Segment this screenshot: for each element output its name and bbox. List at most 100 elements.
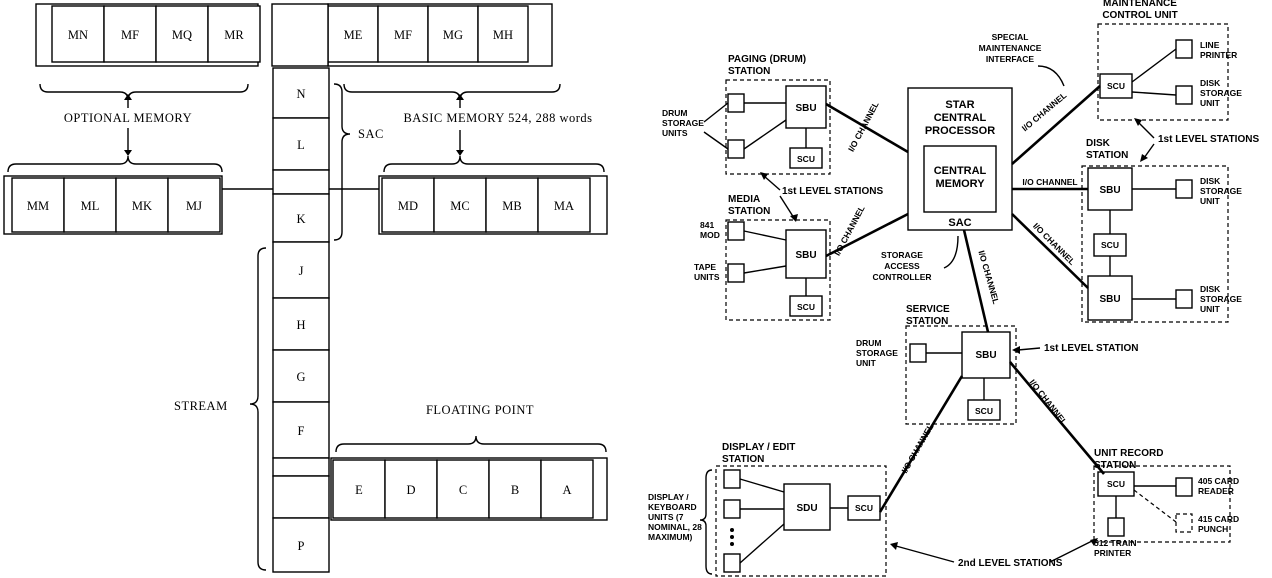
basic-memory-top-arrow <box>456 94 464 100</box>
fp-unit-b-box <box>488 459 542 519</box>
fp-unit-c-box <box>436 459 490 519</box>
module-mg-label: MG <box>443 28 463 42</box>
column-top-blank <box>271 3 329 67</box>
column-spacer-2 <box>272 457 330 477</box>
media-841-mod <box>727 221 745 241</box>
module-mj: MJ <box>167 177 221 233</box>
media-station-frame <box>725 219 831 321</box>
fp-unit-c-label: C <box>459 483 467 497</box>
unit-record-scu <box>1097 471 1135 497</box>
maintenance-link-2 <box>1131 91 1177 96</box>
cpu-line-1: STAR <box>945 99 974 111</box>
stream-unit-j-label: J <box>299 264 304 278</box>
module-ml: ML <box>63 177 117 233</box>
optional-memory-bottom-arrow <box>124 150 132 156</box>
module-mj-box <box>167 177 221 233</box>
first-level-right-pointer-1 <box>1137 121 1155 139</box>
stream-unit-g-label: G <box>296 370 305 384</box>
disk1-line-1: DISK <box>1200 176 1221 186</box>
module-mc-label: MC <box>450 199 469 213</box>
stream-unit-g-box <box>272 349 330 403</box>
module-mh-box <box>477 5 529 63</box>
first-level-left-arrow-2 <box>790 214 798 222</box>
io-label-media: I/O CHANNEL <box>832 204 867 257</box>
storage-access-line-3: CONTROLLER <box>872 272 931 282</box>
first-level-stations-left: 1st LEVEL STATIONS <box>782 186 883 197</box>
media-mod-line-2: MOD <box>700 230 720 240</box>
basic-memory-top-brace <box>343 83 561 101</box>
io-label-disk: I/O CHANNEL <box>1022 177 1077 187</box>
module-mf-box <box>103 5 157 63</box>
disk-scu-label: SCU <box>1101 240 1119 250</box>
disk-sbu-top-label: SBU <box>1099 185 1120 196</box>
io-channel-paging <box>825 102 909 154</box>
maint-disk-1: DISK <box>1200 78 1221 88</box>
module-mh-label: MH <box>493 28 513 42</box>
disk1-line-2: STORAGE <box>1200 186 1242 196</box>
module-mk: MK <box>115 177 169 233</box>
line-printer-1: LINE <box>1200 40 1220 50</box>
module-mn-label: MN <box>68 28 88 42</box>
service-sbu-label: SBU <box>975 350 996 361</box>
unit-record-title-2: STATION <box>1094 460 1136 471</box>
module-me-label: ME <box>344 28 363 42</box>
line-printer <box>1175 39 1193 59</box>
module-mq: MQ <box>155 5 209 63</box>
module-mf-label: MF <box>121 28 139 42</box>
central-memory <box>923 145 997 213</box>
io-label-disk-bottom: I/O CHANNEL <box>1031 221 1077 267</box>
floating-point-brace <box>335 435 607 453</box>
maintenance-title-1: MAINTENANCE <box>1103 0 1177 9</box>
punch-line-1: 415 CARD <box>1198 514 1239 524</box>
paging-drum-line-1: DRUM <box>662 108 688 118</box>
first-level-stations-right: 1st LEVEL STATIONS <box>1158 134 1259 145</box>
display-title-1: DISPLAY / EDIT <box>722 442 795 453</box>
column-spacer <box>272 169 330 195</box>
second-level-stations: 2nd LEVEL STATIONS <box>958 558 1063 569</box>
display-units-3: UNITS (7 <box>648 512 684 522</box>
fp-unit-a: A <box>540 459 594 519</box>
fp-unit-b: B <box>488 459 542 519</box>
module-mq-label: MQ <box>172 28 192 42</box>
media-tape-line-2: UNITS <box>694 272 720 282</box>
io-label-maintenance: I/O CHANNEL <box>1020 90 1069 133</box>
io-channel-display <box>878 375 964 513</box>
sac-unit-n: N <box>272 67 330 119</box>
optional-memory-top-row: MN MF MQ MR <box>35 3 261 67</box>
special-maint-line-1: SPECIAL <box>992 32 1029 42</box>
unit-record-title-1: UNIT RECORD <box>1094 448 1163 459</box>
display-dot-3 <box>730 542 734 546</box>
display-frame <box>715 465 887 577</box>
column-spacer-3 <box>272 475 330 519</box>
stream-label: STREAM <box>174 399 228 413</box>
display-dot-2 <box>730 535 734 539</box>
io-channel-disk-bottom <box>1011 213 1089 289</box>
disk2-line-3: UNIT <box>1200 304 1221 314</box>
paging-title-2: STATION <box>728 66 770 77</box>
memory-line-2: MEMORY <box>935 178 985 190</box>
media-tape-line-1: TAPE <box>694 262 716 272</box>
cpu-line-2: CENTRAL <box>934 112 987 124</box>
fp-unit-d-label: D <box>406 483 415 497</box>
sac-unit-l-label: L <box>297 138 305 152</box>
disk-sbu-bottom-label: SBU <box>1099 294 1120 305</box>
display-units-4: NOMINAL, 28 <box>648 522 702 532</box>
punch-line-2: PUNCH <box>1198 524 1228 534</box>
disk-title-2: STATION <box>1086 150 1128 161</box>
media-title-2: STATION <box>728 206 770 217</box>
service-sbu <box>961 331 1011 379</box>
module-mn-box <box>51 5 105 63</box>
module-mn: MN <box>51 5 105 63</box>
io-channel-maintenance <box>1011 85 1101 165</box>
module-mr: MR <box>207 5 261 63</box>
paging-drum-1 <box>727 93 745 113</box>
line-printer-2: PRINTER <box>1200 50 1237 60</box>
sac-brace <box>333 83 351 241</box>
sac-unit-k-label: K <box>296 212 305 226</box>
media-link-1 <box>743 230 787 241</box>
display-sdu-label: SDU <box>796 503 817 514</box>
service-drum <box>909 343 927 363</box>
display-scu-label: SCU <box>855 503 873 513</box>
